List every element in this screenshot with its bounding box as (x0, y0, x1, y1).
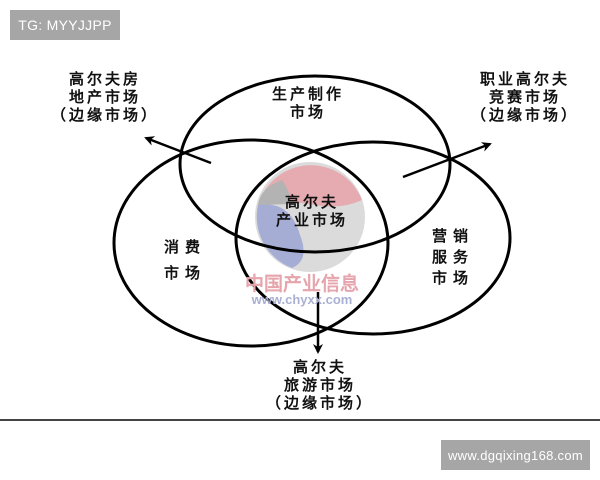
right-circle-label: 营销 服务 市场 (418, 226, 488, 289)
logo-watermark-icon (255, 162, 365, 272)
url-badge: www.dgqixing168.com (441, 440, 590, 470)
arrow-top-right (402, 142, 492, 179)
circle-top-production (178, 74, 452, 254)
watermark-cn: 中国产业信息 (244, 273, 359, 295)
circle-left-consumption (112, 138, 390, 348)
center-label: 高尔夫 产业市场 (252, 193, 372, 229)
edge-label-tourism-line3: （边缘市场） (265, 394, 374, 412)
arrow-top-left (144, 136, 212, 165)
top-circle-label: 生产制作 市场 (253, 85, 363, 121)
top-circle-label-line1: 生产制作 (271, 85, 344, 103)
edge-label-pro-competition: 职业高尔夫 竞赛市场 （边缘市场） (455, 70, 595, 124)
left-circle-label-line2: 市场 (163, 264, 206, 282)
right-circle-label-line1: 营销 (431, 227, 474, 245)
tg-badge-text: TG: MYYJJPP (18, 17, 112, 33)
edge-label-tourism-line1: 高尔夫 (292, 358, 347, 376)
left-circle-label-line1: 消费 (163, 238, 206, 256)
right-circle-label-line3: 市场 (431, 269, 474, 287)
right-circle-label-line2: 服务 (431, 248, 474, 266)
edge-label-tourism-line2: 旅游市场 (283, 376, 356, 394)
left-circle-label: 消费 市场 (150, 234, 220, 286)
center-label-line2: 产业市场 (275, 211, 348, 229)
top-circle-label-line2: 市场 (289, 103, 326, 121)
edge-label-real-estate-line1: 高尔夫房 (68, 70, 141, 88)
center-label-line1: 高尔夫 (284, 193, 339, 211)
edge-label-real-estate-line3: （边缘市场） (50, 106, 159, 124)
edge-label-pro-competition-line2: 竞赛市场 (488, 88, 561, 106)
tg-badge: TG: MYYJJPP (10, 10, 120, 40)
circle-right-marketing (234, 140, 512, 336)
divider-line (0, 419, 600, 421)
edge-label-real-estate: 高尔夫房 地产市场 （边缘市场） (30, 70, 180, 124)
edge-label-tourism: 高尔夫 旅游市场 （边缘市场） (245, 358, 395, 412)
edge-label-pro-competition-line1: 职业高尔夫 (479, 70, 570, 88)
watermark-url: www.chyxx.com (251, 292, 353, 307)
edge-label-real-estate-line2: 地产市场 (68, 88, 141, 106)
edge-label-pro-competition-line3: （边缘市场） (470, 106, 579, 124)
url-badge-text: www.dgqixing168.com (447, 447, 584, 463)
